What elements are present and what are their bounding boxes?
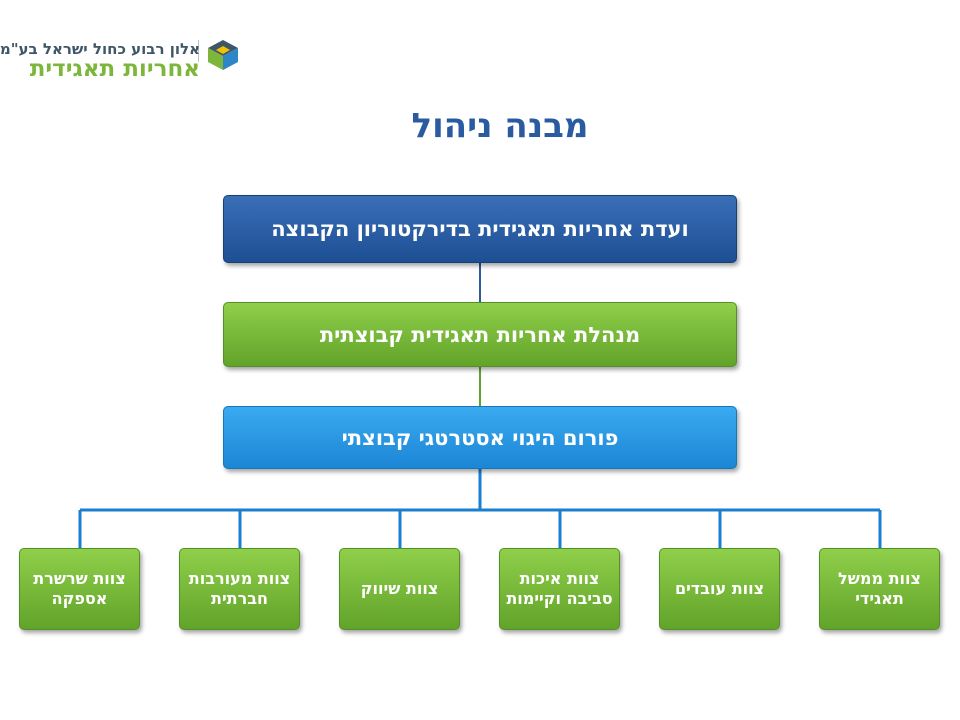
company-logo: אלון רבוע כחול ישראל בע"מ אחריות תאגידית <box>0 36 242 86</box>
page-title: מבנה ניהול <box>411 106 589 146</box>
logo-company-name: אלון רבוע כחול ישראל בע"מ <box>0 40 200 58</box>
team-marketing-box: צוות שיווק <box>339 548 460 630</box>
logo-emblem-icon <box>208 40 238 70</box>
team-environment-box: צוות איכות סביבה וקיימות <box>499 548 620 630</box>
team-employees-box: צוות עובדים <box>659 548 780 630</box>
team-corporate-governance-box: צוות ממשל תאגידי <box>819 548 940 630</box>
steering-forum-box: פורום היגוי אסטרטגי קבוצתי <box>223 406 737 469</box>
team-community-box: צוות מעורבות חברתית <box>179 548 300 630</box>
logo-separator <box>198 40 199 62</box>
logo-subtitle: אחריות תאגידית <box>29 56 200 82</box>
board-committee-box: ועדת אחריות תאגידית בדירקטוריון הקבוצה <box>223 195 737 263</box>
csr-manager-box: מנהלת אחריות תאגידית קבוצתית <box>223 302 737 367</box>
team-supply-chain-box: צוות שרשרת אספקה <box>19 548 140 630</box>
